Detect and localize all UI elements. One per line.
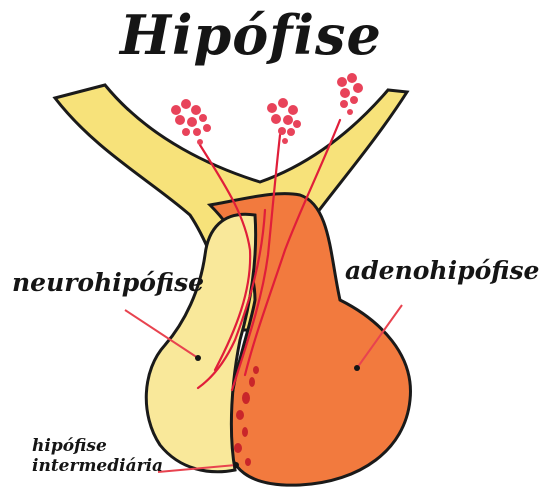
label-adenohypophysis: adenohipófise xyxy=(345,258,539,283)
neuron-cluster-right xyxy=(337,73,363,115)
label-intermediate-line1: hipófise xyxy=(32,438,107,455)
diagram-title: Hipófise xyxy=(120,8,382,62)
neuron-cluster-left xyxy=(171,99,211,145)
label-intermediate-line2: intermediária xyxy=(32,458,163,475)
pointer-intermediate-dot xyxy=(233,462,239,468)
neuron-cluster-center xyxy=(267,98,301,144)
label-neurohypophysis: neurohipófise xyxy=(12,270,204,295)
pointer-adeno-dot xyxy=(354,365,360,371)
pointer-neuro-dot xyxy=(195,355,201,361)
